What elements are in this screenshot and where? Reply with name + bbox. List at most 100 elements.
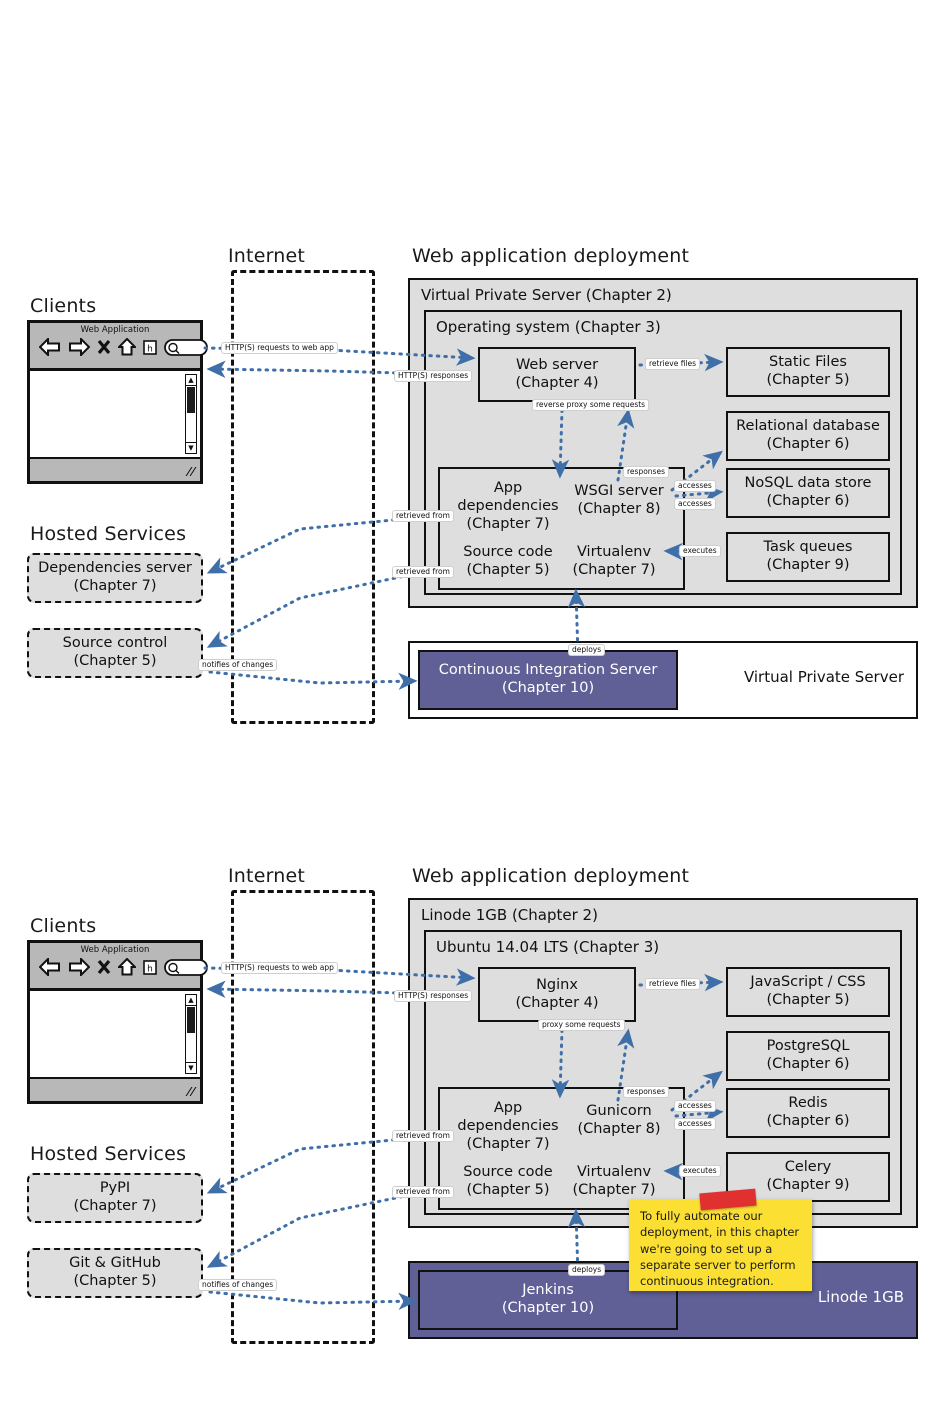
node-line1: Source code [463,544,553,561]
node-line1: Virtualenv [576,544,652,561]
browser-scrollbar[interactable]: ▲ ▼ [185,994,197,1074]
hosted-service-line1: PyPI [99,1180,131,1197]
node-line2: (Chapter 8) [577,501,661,517]
node-line2: (Chapter 9) [766,1177,850,1193]
internet-boundary [231,270,375,724]
label-virtual-private-server: Virtual Private Server (Chapter 2) [421,286,672,304]
scroll-down-icon[interactable]: ▼ [186,1062,196,1073]
edge-label-proxy-some-requests: proxy some requests [538,1019,625,1032]
node-line1: Virtualenv [576,1164,652,1181]
node-line2: (Chapter 6) [766,1056,850,1072]
node-line1: Gunicorn [586,1103,652,1120]
node-redis[interactable]: Redis (Chapter 6) [726,1088,890,1138]
edge-label-retrieved-from-1: retrieved from [392,1130,454,1143]
node-virtualenv[interactable]: Virtualenv (Chapter 7) [558,1161,670,1203]
node-continuous-integration-server[interactable]: Continuous Integration Server (Chapter 1… [418,650,678,710]
client-browser-window: Web Application h ▲ ▼ // [27,320,208,484]
hosted-service-pypi[interactable]: PyPI (Chapter 7) [27,1173,203,1223]
node-task-queues[interactable]: Task queues (Chapter 9) [726,532,890,582]
edge-label-requests: HTTP(S) requests to web app [221,342,338,355]
browser-scrollbar[interactable]: ▲ ▼ [185,374,197,454]
forward-arrow-icon[interactable] [68,958,90,976]
node-line3: (Chapter 7) [466,1135,550,1152]
browser-statusbar: // [30,459,200,481]
forward-arrow-icon[interactable] [68,338,90,356]
node-static-files[interactable]: Static Files (Chapter 5) [726,347,890,397]
node-app-dependencies[interactable]: App dependencies (Chapter 7) [450,477,566,537]
label-linode-1gb: Linode 1GB (Chapter 2) [421,906,598,924]
page-icon[interactable]: h [143,339,157,355]
edge-label-accesses-2: accesses [674,498,716,511]
resize-grip-icon[interactable]: // [184,1085,198,1098]
page-icon[interactable]: h [143,959,157,975]
back-arrow-icon[interactable] [39,338,61,356]
node-nosql-data-store[interactable]: NoSQL data store (Chapter 6) [726,468,890,518]
back-arrow-icon[interactable] [39,958,61,976]
hosted-service-line1: Dependencies server [38,560,192,577]
home-icon[interactable] [118,958,136,976]
edge-label-notifies: notifies of changes [198,659,278,672]
stop-x-icon[interactable] [97,339,111,355]
edge-label-deploys: deploys [568,1264,606,1277]
node-line1: Jenkins [522,1282,574,1299]
node-line1: App [493,1100,523,1117]
container-application [438,1087,685,1210]
node-gunicorn[interactable]: Gunicorn (Chapter 8) [558,1100,680,1142]
node-web-server[interactable]: Web server (Chapter 4) [478,347,636,402]
scroll-thumb[interactable] [187,387,195,413]
node-line2: (Chapter 10) [501,1300,595,1316]
node-line1: WSGI server [574,483,664,500]
node-celery[interactable]: Celery (Chapter 9) [726,1152,890,1202]
hosted-service-git-github[interactable]: Git & GitHub (Chapter 5) [27,1248,203,1298]
search-field-icon[interactable] [164,338,208,356]
node-virtualenv[interactable]: Virtualenv (Chapter 7) [558,541,670,583]
node-line2: (Chapter 6) [766,493,850,509]
heading-internet: Internet [228,245,306,267]
edge-label-retrieve-files: retrieve files [645,978,701,991]
diagram-generic-deployment: Clients Hosted Services Internet Web app… [0,240,932,760]
label-ubuntu: Ubuntu 14.04 LTS (Chapter 3) [436,938,660,956]
scroll-down-icon[interactable]: ▼ [186,442,196,453]
node-line2: dependencies [457,1118,559,1135]
node-line2: (Chapter 4) [515,994,599,1011]
node-source-code[interactable]: Source code (Chapter 5) [450,541,566,583]
edge-label-accesses-1: accesses [674,1100,716,1113]
hosted-service-dependencies[interactable]: Dependencies server (Chapter 7) [27,553,203,603]
stop-x-icon[interactable] [97,959,111,975]
node-line1: Task queues [763,539,853,556]
node-javascript-css[interactable]: JavaScript / CSS (Chapter 5) [726,967,890,1017]
heading-internet: Internet [228,865,306,887]
scroll-thumb[interactable] [187,1007,195,1033]
edge-label-deploys: deploys [568,644,606,657]
node-line2: (Chapter 9) [766,557,850,573]
internet-boundary [231,890,375,1344]
scroll-up-icon[interactable]: ▲ [186,995,196,1006]
node-line2: (Chapter 4) [515,374,599,391]
svg-text:h: h [147,344,153,354]
node-wsgi-server[interactable]: WSGI server (Chapter 8) [558,480,680,522]
node-source-code[interactable]: Source code (Chapter 5) [450,1161,566,1203]
node-line1: NoSQL data store [744,475,872,492]
scroll-up-icon[interactable]: ▲ [186,375,196,386]
edge-label-retrieve-files: retrieve files [645,358,701,371]
resize-grip-icon[interactable]: // [184,465,198,478]
browser-viewport: ▲ ▼ [30,371,200,459]
edge-label-requests: HTTP(S) requests to web app [221,962,338,975]
node-app-dependencies[interactable]: App dependencies (Chapter 7) [450,1097,566,1157]
heading-hosted-services: Hosted Services [30,523,187,545]
node-postgresql[interactable]: PostgreSQL (Chapter 6) [726,1031,890,1081]
search-field-icon[interactable] [164,958,208,976]
edge-label-retrieved-from-1: retrieved from [392,510,454,523]
container-application [438,467,685,590]
node-line3: (Chapter 7) [466,515,550,532]
node-line1: Static Files [769,354,847,371]
node-line2: (Chapter 7) [572,562,656,578]
node-line2: (Chapter 5) [466,562,550,578]
node-line2: dependencies [457,498,559,515]
browser-statusbar: // [30,1079,200,1101]
hosted-service-line2: (Chapter 7) [73,1198,157,1214]
node-nginx[interactable]: Nginx (Chapter 4) [478,967,636,1022]
hosted-service-source-control[interactable]: Source control (Chapter 5) [27,628,203,678]
home-icon[interactable] [118,338,136,356]
node-relational-database[interactable]: Relational database (Chapter 6) [726,411,890,461]
